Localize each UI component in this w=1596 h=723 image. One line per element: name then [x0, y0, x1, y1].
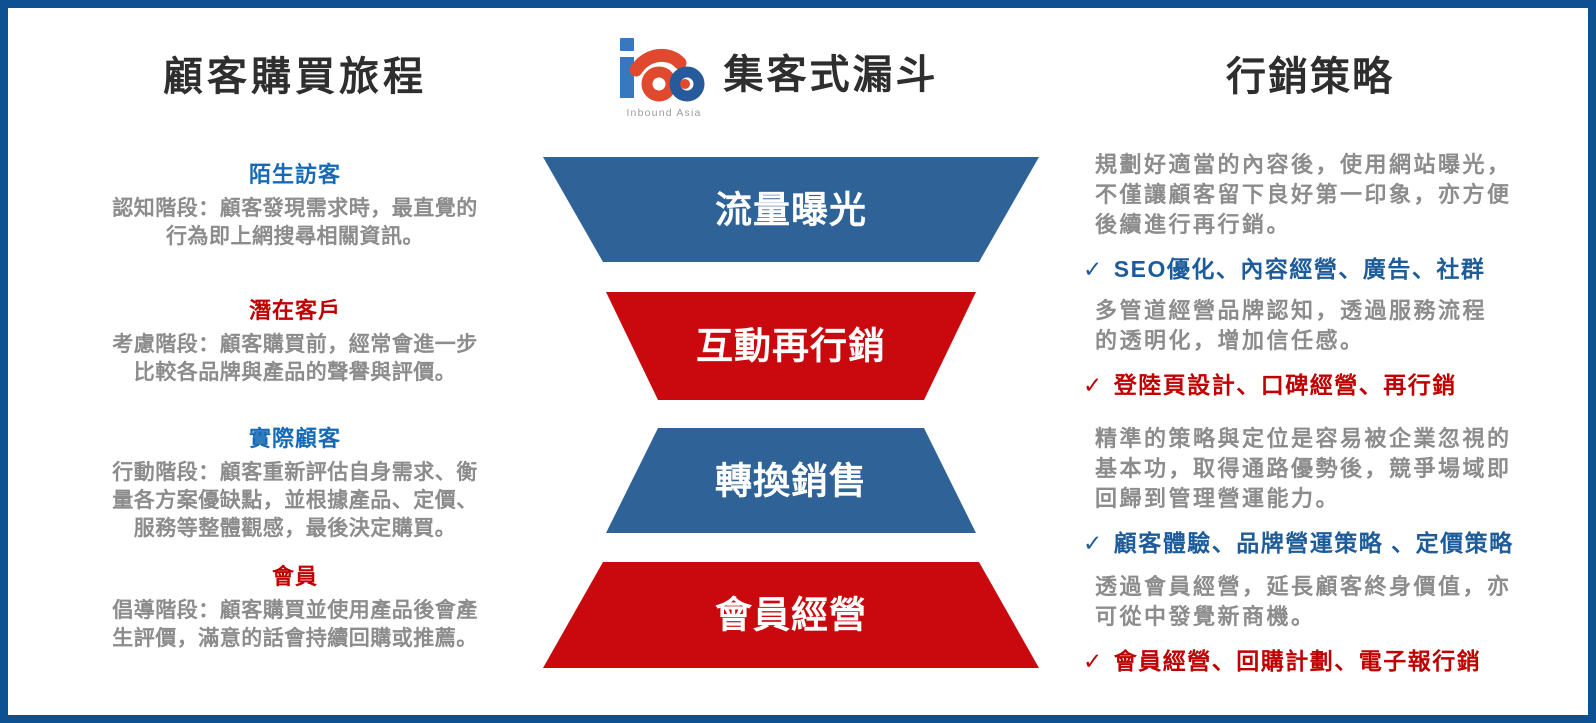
tactics-text: 會員經營、回購計劃、電子報行銷	[1113, 648, 1482, 674]
journey-stage-members: 會員 倡導階段：顧客購買並使用產品後會產 生評價，滿意的話會持續回購或推薦。	[55, 562, 535, 653]
stage-description: 考慮階段：顧客購買前，經常會進一步 比較各品牌與產品的聲譽與評價。	[112, 333, 478, 384]
funnel-diagram: 流量曝光 互動再行銷 轉換銷售 會員經營	[543, 157, 1039, 668]
strategy-tactics: ✓ 顧客體驗、品牌營運策略 、定價策略	[1083, 524, 1573, 558]
check-icon: ✓	[1083, 530, 1104, 556]
strategy-tactics: ✓ 會員經營、回購計劃、電子報行銷	[1083, 642, 1573, 676]
tactics-text: 顧客體驗、品牌營運策略 、定價策略	[1113, 530, 1514, 556]
tactics-text: SEO優化、內容經營、廣告、社群	[1113, 256, 1486, 282]
stage-description: 認知階段：顧客發現需求時，最直覺的 行為即上網搜尋相關資訊。	[112, 197, 478, 248]
funnel-level-2-label: 互動再行銷	[696, 326, 886, 367]
tactics-text: 登陸頁設計、口碑經營、再行銷	[1113, 372, 1457, 398]
strategy-description: 精準的策略與定位是容易被企業忽視的 基本功，取得通路優勢後，競爭場域即 回歸到管…	[1095, 426, 1512, 511]
strategy-block-remarketing: 多管道經營品牌認知，透過服務流程 的透明化，增加信任感。 ✓ 登陸頁設計、口碑經營…	[1083, 296, 1573, 400]
strategy-block-membership: 透過會員經營，延長顧客終身價值，亦 可從中發覺新商機。 ✓ 會員經營、回購計劃、電…	[1083, 572, 1573, 676]
strategy-description: 多管道經營品牌認知，透過服務流程 的透明化，增加信任感。	[1095, 298, 1488, 353]
check-icon: ✓	[1083, 372, 1104, 398]
check-icon: ✓	[1083, 648, 1104, 674]
journey-stage-prospects: 潛在客戶 考慮階段：顧客購買前，經常會進一步 比較各品牌與產品的聲譽與評價。	[55, 296, 535, 387]
journey-heading: 顧客購買旅程	[163, 55, 427, 99]
funnel-header: Inbound Asia 集客式漏斗	[506, 28, 1046, 128]
stage-title: 潛在客戶	[248, 298, 341, 323]
funnel-level-3-shape	[606, 428, 976, 533]
funnel-level-1-label: 流量曝光	[715, 190, 867, 231]
check-icon: ✓	[1083, 256, 1104, 282]
strategy-description: 規劃好適當的內容後，使用網站曝光， 不僅讓顧客留下良好第一印象，亦方便 後續進行…	[1095, 152, 1512, 237]
stage-title: 陌生訪客	[248, 162, 341, 187]
stage-description: 倡導階段：顧客購買並使用產品後會產 生評價，滿意的話會持續回購或推薦。	[112, 599, 478, 650]
journey-stage-strangers: 陌生訪客 認知階段：顧客發現需求時，最直覺的 行為即上網搜尋相關資訊。	[55, 160, 535, 251]
funnel-heading: 集客式漏斗	[723, 53, 939, 97]
strategy-description: 透過會員經營，延長顧客終身價值，亦 可從中發覺新商機。	[1095, 574, 1512, 629]
funnel-level-2-shape	[606, 292, 976, 400]
funnel-level-3-label: 轉換銷售	[715, 461, 867, 502]
strategy-tactics: ✓ SEO優化、內容經營、廣告、社群	[1083, 250, 1573, 284]
journey-stage-customers: 實際顧客 行動階段：顧客重新評估自身需求、衡 量各方案優缺點，並根據產品、定價、…	[55, 424, 535, 543]
funnel-level-1-shape	[543, 157, 1039, 262]
logo-caption: Inbound Asia	[626, 107, 701, 119]
strategy-block-conversion: 精準的策略與定位是容易被企業忽視的 基本功，取得通路優勢後，競爭場域即 回歸到管…	[1083, 424, 1573, 558]
stage-title: 實際顧客	[248, 426, 341, 451]
strategy-block-exposure: 規劃好適當的內容後，使用網站曝光， 不僅讓顧客留下良好第一印象，亦方便 後續進行…	[1083, 150, 1573, 284]
stage-title: 會員	[271, 564, 318, 589]
funnel-level-4-label: 會員經營	[715, 595, 867, 636]
inbound-asia-logo-icon: Inbound Asia	[619, 38, 704, 119]
strategy-tactics: ✓ 登陸頁設計、口碑經營、再行銷	[1083, 366, 1573, 400]
funnel-level-4-shape	[543, 562, 1039, 668]
strategy-heading: 行銷策略	[1226, 55, 1394, 99]
stage-description: 行動階段：顧客重新評估自身需求、衡 量各方案優缺點，並根據產品、定價、 服務等整…	[112, 461, 478, 540]
